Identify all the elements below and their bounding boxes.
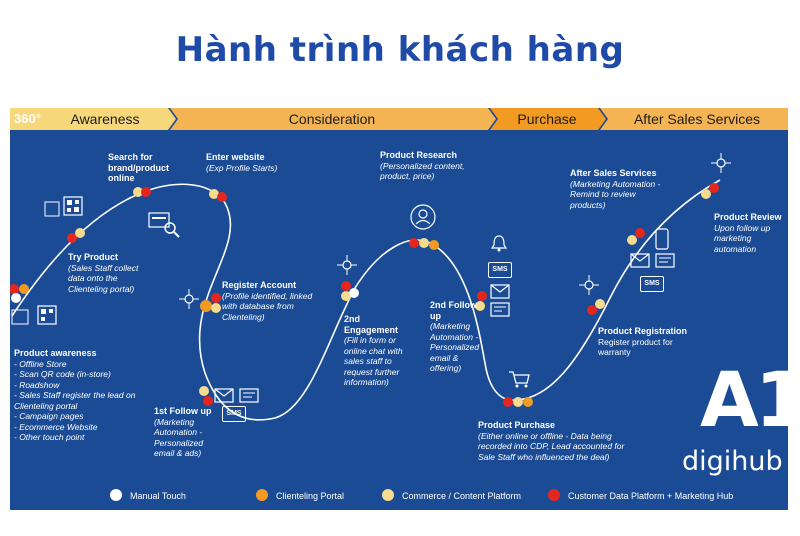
legend-clienteling: Clienteling Portal [276, 491, 345, 501]
legend-dot-cdp [548, 489, 560, 501]
step-product-purchase-title: Product Purchase [478, 420, 556, 430]
awareness-item: - Offline Store [14, 358, 67, 369]
step-product-registration-title: Product Registration [598, 326, 688, 336]
dots-awareness [10, 284, 29, 303]
step-product-review-title: Product Review [714, 212, 782, 222]
qr-code-icon [44, 196, 83, 217]
awareness-item: - Roadshow [14, 379, 60, 390]
customer-journey-diagram: 360° Awareness Consideration Purchase Af… [10, 108, 788, 510]
step-product-research-desc: (Personalized content, product, price) [380, 160, 465, 182]
email-ad-icon [214, 388, 259, 403]
sms-icon: SMS [222, 406, 246, 422]
chat-network-icon [337, 255, 357, 275]
step-followup1-desc: (Marketing Automation - Personalized ema… [154, 416, 204, 459]
step-try-product: Try Product (Sales Staff collect data on… [68, 252, 150, 294]
step-product-purchase-desc: (Either online or offline - Data being r… [478, 430, 625, 462]
page-title: Hành trình khách hàng [175, 30, 625, 70]
dots-followup1 [199, 386, 213, 406]
step-try-product-title: Try Product [68, 252, 119, 262]
dots-register-account [200, 293, 221, 313]
stage-after-sales-shape [600, 108, 788, 130]
step-after-sales-desc: (Marketing Automation - Remind to review… [570, 178, 661, 210]
awareness-item: - Other touch point [14, 432, 85, 442]
step-enter-website: Enter website (Exp Profile Starts) [206, 152, 286, 173]
step-awareness: Product awareness - Offline Store - Scan… [14, 348, 146, 443]
step-followup2-title: 2nd Follow up [430, 300, 477, 321]
dots-engagement2 [341, 281, 359, 301]
step-product-registration-desc: Register product for warranty [598, 336, 673, 358]
stage-after-sales: After Sales Services [633, 111, 761, 127]
step-product-registration: Product Registration Register product fo… [598, 326, 694, 358]
step-register-account: Register Account (Profile identified, li… [222, 280, 314, 322]
dots-try-product [67, 228, 85, 243]
legend-cdp: Customer Data Platform + Marketing Hub [568, 491, 734, 501]
step-engagement2: 2nd Engagement (Fill in form or online c… [344, 314, 416, 388]
step-register-account-title: Register Account [222, 280, 297, 290]
step-after-sales-title: After Sales Services [570, 168, 657, 178]
step-engagement2-desc: (Fill in form or online chat with sales … [344, 335, 403, 387]
stage-consideration-shape [170, 108, 496, 130]
step-product-research: Product Research (Personalized content, … [380, 150, 470, 182]
dots-registration [587, 299, 605, 315]
step-search: Search for brand/product online [108, 152, 178, 184]
legend-manual: Manual Touch [130, 491, 186, 501]
mobile-mail-icons [630, 228, 675, 268]
dots-after-sales [627, 228, 645, 245]
stage-awareness: Awareness [70, 111, 140, 127]
network-icon [179, 289, 199, 309]
legend-dot-clienteling [256, 489, 268, 501]
awareness-item: - Ecommerce Website [14, 421, 98, 432]
shopping-cart-icon [509, 371, 530, 388]
step-followup1: 1st Follow up (Marketing Automation - Pe… [154, 406, 216, 459]
step-try-product-desc: (Sales Staff collect data onto the Clien… [68, 262, 139, 294]
step-product-review: Product Review Upon follow up marketing … [714, 212, 786, 254]
stage-purchase: Purchase [517, 111, 577, 127]
brand-mark: A1 [700, 355, 788, 444]
dots-followup2 [475, 291, 487, 311]
step-enter-website-title: Enter website [206, 152, 265, 162]
dots-purchase [503, 397, 533, 407]
stage-bar [10, 108, 788, 130]
web-search-icon [148, 212, 180, 238]
step-enter-website-desc: (Exp Profile Starts) [206, 162, 278, 173]
legend-commerce: Commerce / Content Platform [402, 491, 522, 501]
step-product-research-title: Product Research [380, 150, 458, 160]
logo-360: 360° [14, 111, 41, 126]
bell-icon [490, 235, 508, 252]
legend-dot-manual [110, 489, 122, 501]
step-awareness-title: Product awareness [14, 348, 97, 358]
legend-dot-commerce [382, 489, 394, 501]
awareness-item: - Campaign pages [14, 411, 84, 421]
stage-purchase-shape [490, 108, 606, 130]
review-network-icon [711, 153, 731, 173]
step-after-sales: After Sales Services (Marketing Automati… [570, 168, 666, 210]
brand-name: digihub [682, 446, 783, 477]
store-qr-icon [11, 305, 57, 325]
mail-icons [490, 284, 510, 317]
registration-network-icon [579, 275, 599, 295]
step-search-title: Search for brand/product online [108, 152, 169, 183]
dots-enter-website [209, 189, 227, 202]
step-followup2-desc: (Marketing Automation - Personalized ema… [430, 321, 480, 373]
step-followup1-title: 1st Follow up [154, 406, 212, 416]
user-profile-icon [410, 204, 436, 230]
sms-icon-2: SMS [488, 262, 512, 278]
journey-path [11, 179, 721, 421]
step-engagement2-title: 2nd Engagement [344, 314, 399, 335]
step-register-account-desc: (Profile identified, linked with databas… [222, 290, 313, 322]
dots-research [409, 238, 439, 250]
step-product-review-desc: Upon follow up marketing automation [714, 222, 771, 254]
awareness-item: - Scan QR code (in-store) [14, 369, 111, 379]
step-product-purchase: Product Purchase (Either online or offli… [478, 420, 628, 462]
stage-consideration: Consideration [288, 111, 376, 127]
stage-awareness-shape [10, 108, 176, 130]
awareness-item: - Sales Staff register the lead on Clien… [14, 390, 136, 411]
step-followup2: 2nd Follow up (Marketing Automation - Pe… [430, 300, 490, 374]
touchpoint-dots [10, 183, 719, 407]
sms-icon-3: SMS [640, 276, 664, 292]
dots-review [701, 183, 719, 199]
dots-search [133, 187, 151, 197]
